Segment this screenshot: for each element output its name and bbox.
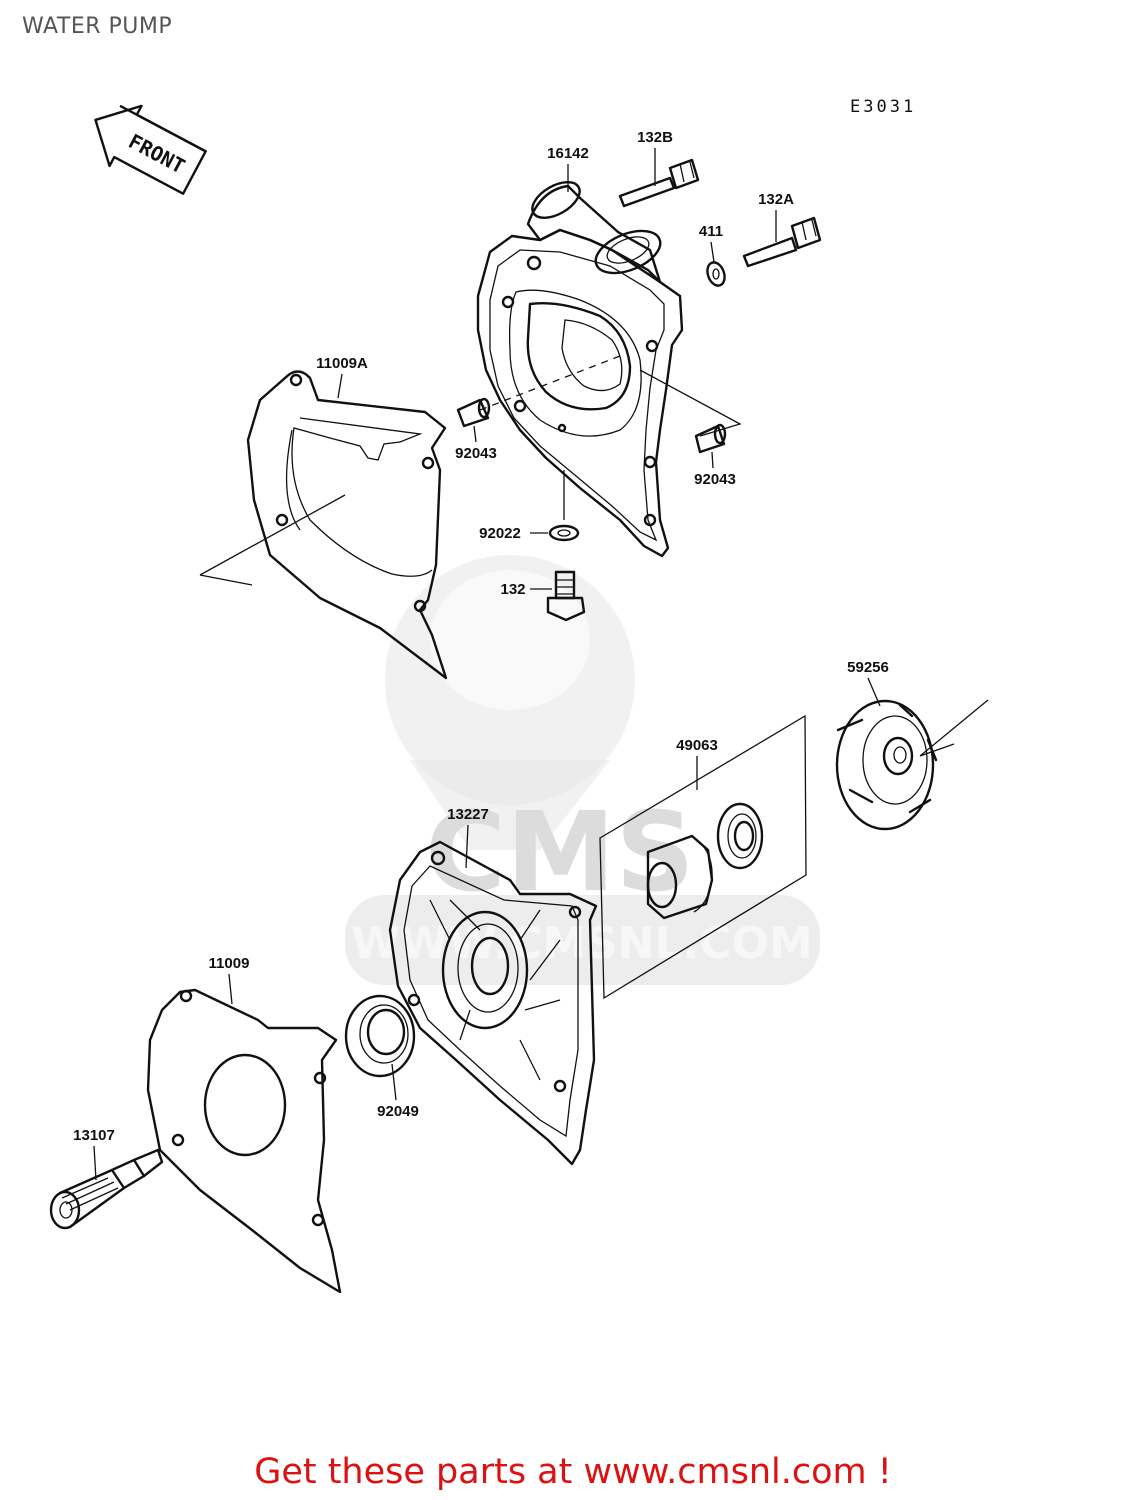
part-label-92049: 92049 <box>377 1063 419 1120</box>
part-411-washer <box>706 261 726 287</box>
part-49063-mechanical-seal <box>599 714 807 1000</box>
svg-text:16142: 16142 <box>547 145 589 162</box>
part-92043-dowel-left <box>456 397 491 428</box>
part-92043-dowel-right <box>694 423 727 454</box>
part-59256-impeller <box>835 699 989 831</box>
svg-text:92043: 92043 <box>694 471 736 488</box>
part-132B-bolt <box>618 158 700 208</box>
svg-text:13107: 13107 <box>73 1127 115 1144</box>
part-13107-pump-shaft <box>49 1148 164 1230</box>
part-label-132B: 132B <box>637 129 673 186</box>
svg-text:92049: 92049 <box>377 1103 419 1120</box>
svg-text:132A: 132A <box>758 191 794 208</box>
part-label-49063: 49063 <box>676 737 718 790</box>
part-132-drain-bolt <box>546 570 586 622</box>
part-92049-oil-seal <box>344 994 416 1078</box>
svg-text:49063: 49063 <box>676 737 718 754</box>
svg-text:411: 411 <box>699 223 723 240</box>
front-arrow-icon: FRONT <box>94 104 207 195</box>
svg-text:132B: 132B <box>637 129 673 146</box>
svg-text:132: 132 <box>500 581 525 598</box>
promo-link[interactable]: Get these parts at www.cmsnl.com ! <box>254 1452 892 1492</box>
part-92022-washer <box>548 470 580 542</box>
part-label-13227: 13227 <box>447 806 489 869</box>
part-132A-bolt <box>742 216 822 268</box>
part-label-13107: 13107 <box>73 1127 115 1181</box>
svg-text:59256: 59256 <box>847 659 889 676</box>
part-label-11009: 11009 <box>209 955 250 1005</box>
part-label-92043-left: 92043 <box>455 425 497 462</box>
part-label-132: 132 <box>500 581 552 598</box>
part-label-11009A: 11009A <box>316 355 368 399</box>
part-label-132A: 132A <box>758 191 794 242</box>
svg-text:92022: 92022 <box>479 525 521 542</box>
part-11009-gasket <box>146 988 342 1294</box>
cmsnl-watermark: CMS WWW.CMSNL.COM <box>345 555 820 985</box>
svg-text:11009A: 11009A <box>316 355 368 372</box>
part-13227-pump-housing <box>388 840 598 1166</box>
page-title: WATER PUMP <box>22 14 173 39</box>
svg-text:11009: 11009 <box>209 955 250 972</box>
part-label-59256: 59256 <box>847 659 889 707</box>
part-label-16142: 16142 <box>547 145 589 192</box>
part-label-411: 411 <box>699 223 723 263</box>
part-label-92043-right: 92043 <box>694 451 736 488</box>
part-label-92022: 92022 <box>479 525 548 542</box>
watermark-url: WWW.CMSNL.COM <box>351 918 813 969</box>
svg-text:13227: 13227 <box>447 806 489 823</box>
svg-text:92043: 92043 <box>455 445 497 462</box>
part-11009A-gasket <box>199 370 448 680</box>
diagram-code: E3031 <box>850 97 916 117</box>
